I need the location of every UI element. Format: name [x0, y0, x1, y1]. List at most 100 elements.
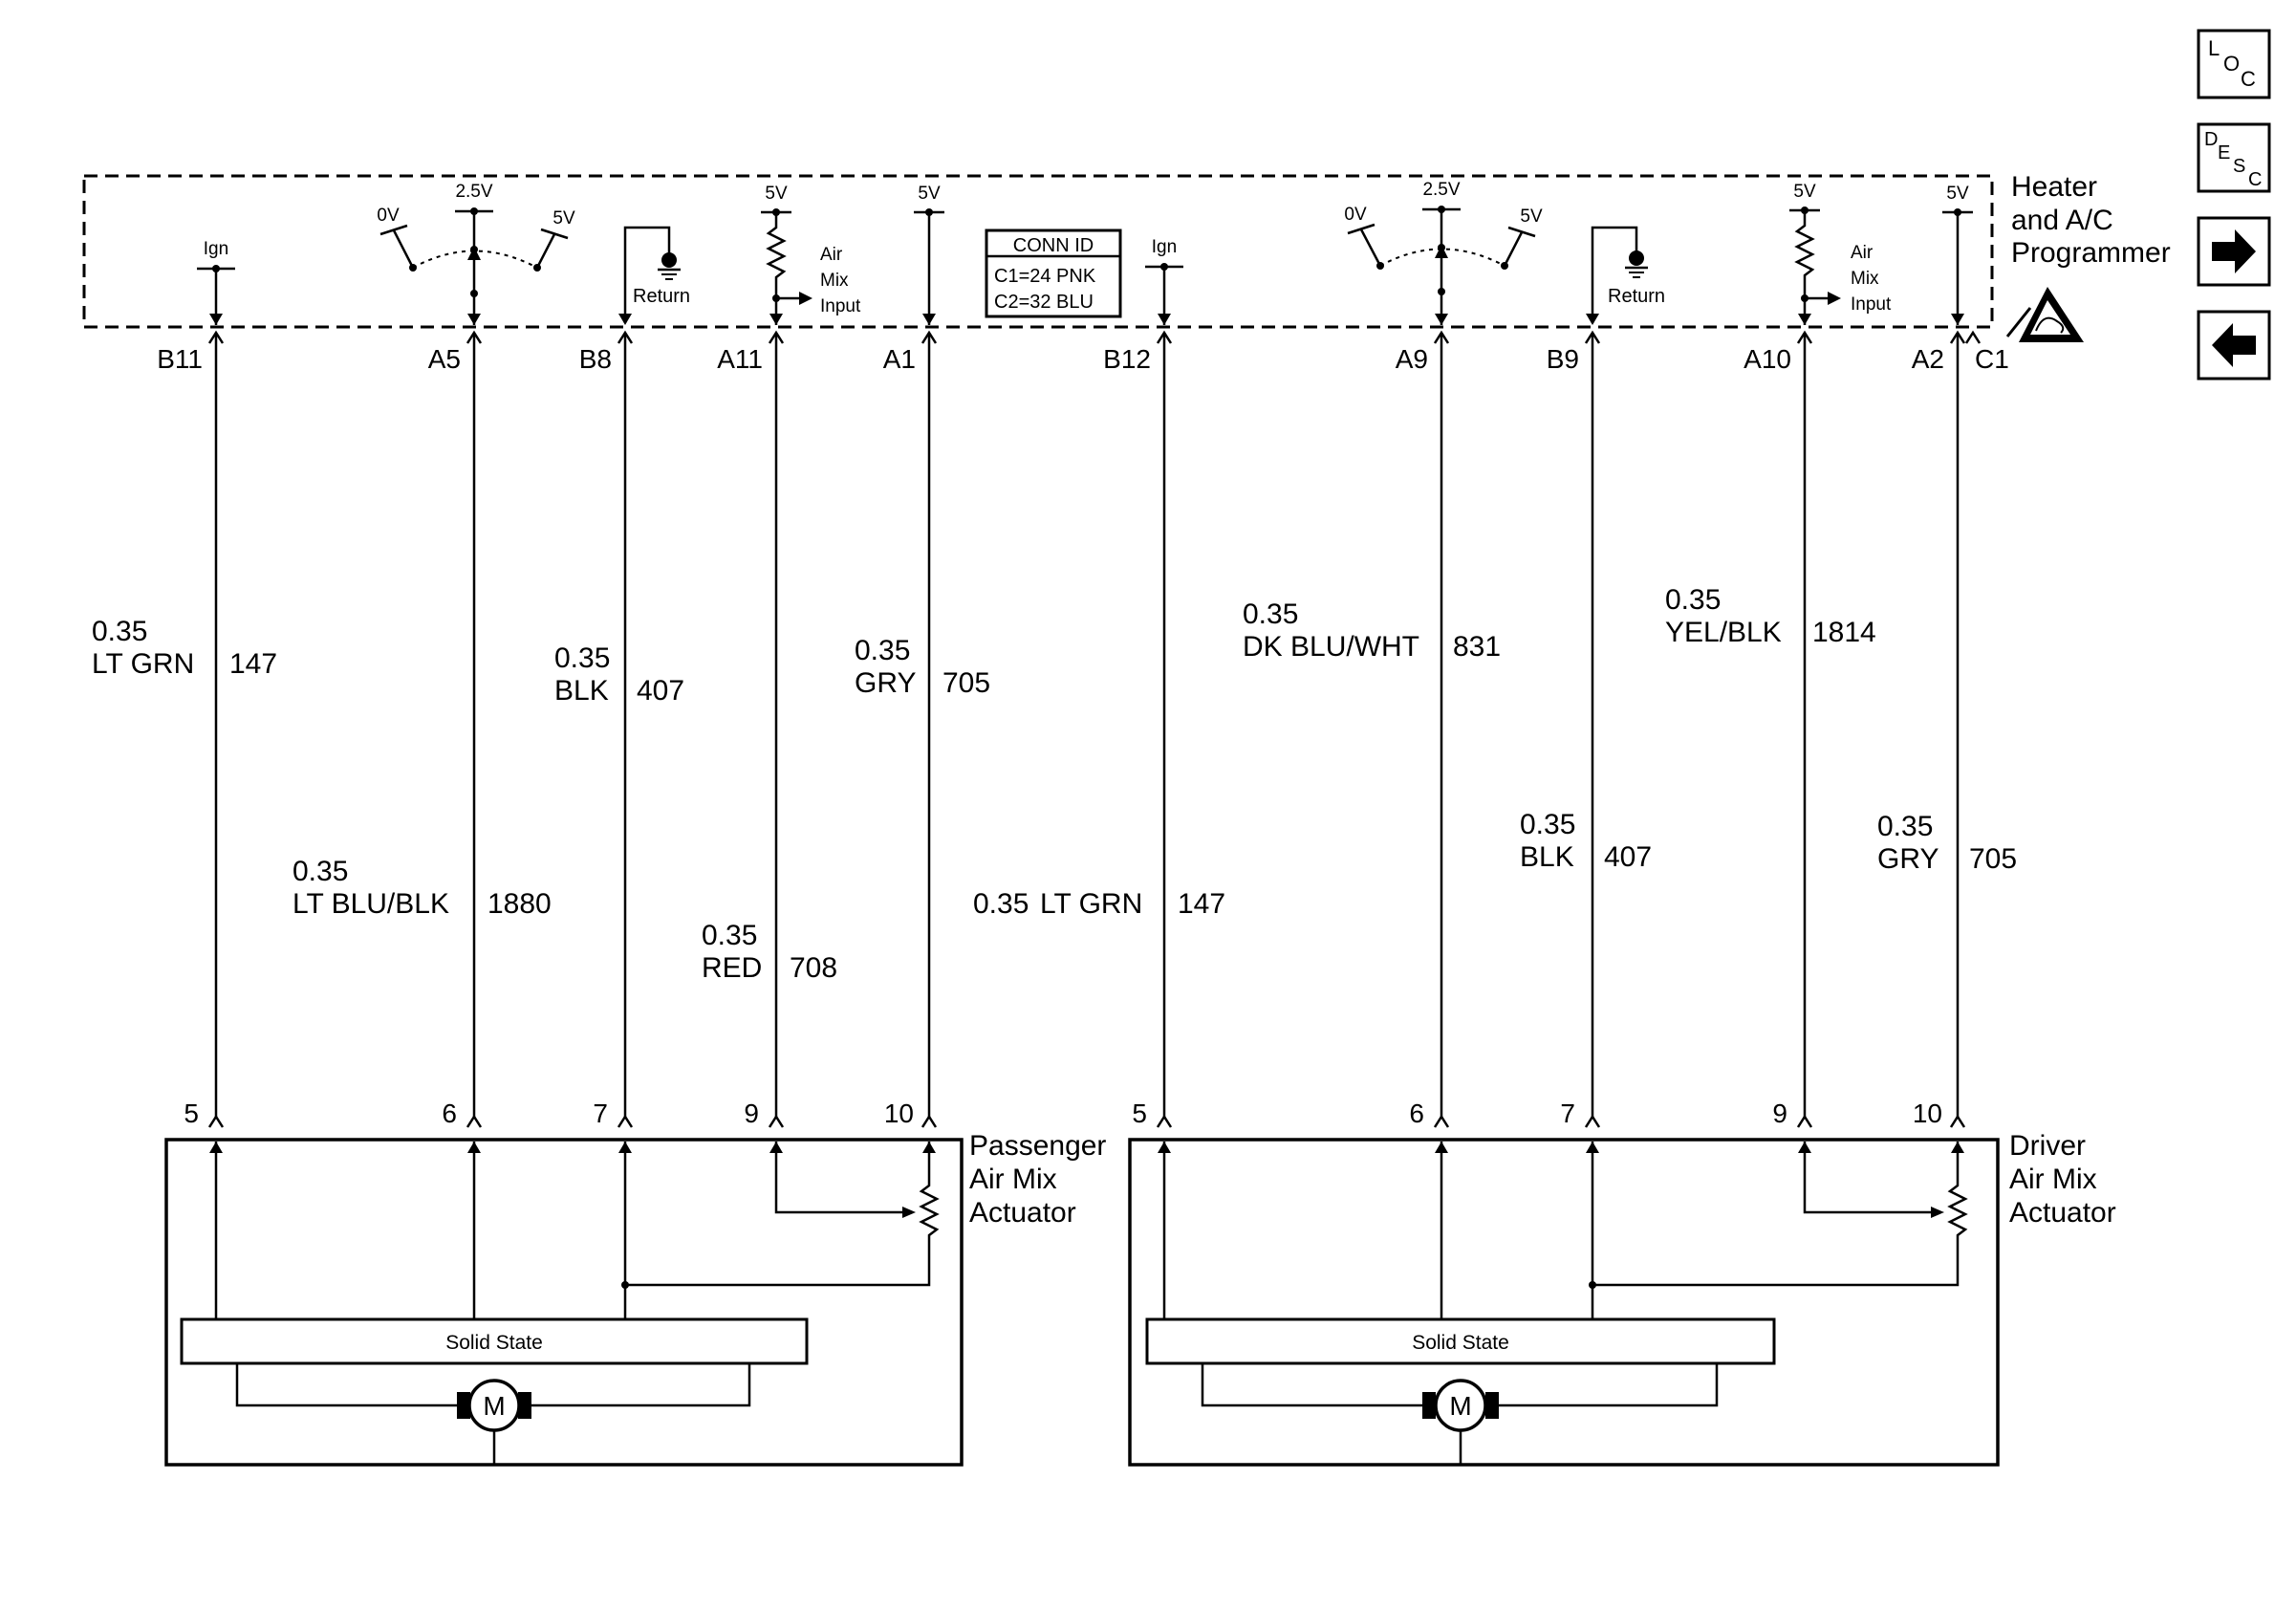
svg-text:Input: Input	[820, 296, 861, 316]
svg-text:Actuator: Actuator	[2009, 1197, 2116, 1229]
svg-text:Actuator: Actuator	[969, 1197, 1076, 1229]
svg-text:C2=32 BLU: C2=32 BLU	[994, 292, 1094, 313]
svg-text:LT BLU/BLK: LT BLU/BLK	[292, 888, 449, 920]
svg-text:Air: Air	[1851, 243, 1874, 263]
air-mix-input-right: 5V Air Mix Input	[1789, 182, 1892, 325]
pin-label: B11	[157, 344, 203, 374]
pin-label: A2	[1912, 344, 1944, 374]
arrow-left-icon	[2212, 323, 2256, 367]
pin-label: 10	[1913, 1099, 1942, 1128]
pin-label: 10	[884, 1099, 914, 1128]
svg-text:147: 147	[229, 648, 277, 680]
pin-label: A10	[1744, 344, 1791, 374]
esd-warning-icon	[2005, 287, 2084, 342]
svg-text:0.35: 0.35	[1665, 584, 1721, 616]
pin-label: 7	[593, 1099, 608, 1128]
svg-text:Heater: Heater	[2011, 171, 2097, 203]
wire-labels: 0.35 LT GRN 147 0.35 LT BLU/BLK 1880 0.3…	[92, 584, 2017, 984]
svg-text:Programmer: Programmer	[2011, 237, 2171, 269]
feedback-sensor-right: 2.5V 0V 5V	[1344, 180, 1543, 325]
svg-text:RED: RED	[702, 952, 762, 984]
svg-text:147: 147	[1178, 888, 1225, 920]
pin-label: B12	[1103, 344, 1151, 374]
svg-text:LT GRN: LT GRN	[1040, 888, 1142, 920]
pin-label: A11	[717, 344, 763, 374]
air-mix-input-left: 5V Air Mix Input	[761, 184, 861, 325]
pin-label: A1	[883, 344, 916, 374]
svg-text:0.35: 0.35	[702, 920, 757, 951]
ground-return-left: Return	[618, 226, 690, 325]
svg-text:Ign: Ign	[1152, 237, 1177, 257]
svg-text:GRY: GRY	[855, 667, 916, 699]
svg-text:Return: Return	[1608, 286, 1665, 307]
svg-text:Air: Air	[820, 245, 843, 265]
svg-text:5V: 5V	[1520, 207, 1543, 227]
programmer-module-boundary	[82, 174, 1994, 329]
svg-text:5V: 5V	[765, 184, 788, 204]
svg-text:5V: 5V	[1946, 184, 1969, 204]
svg-text:O: O	[2223, 52, 2240, 76]
pin-label: 6	[442, 1099, 457, 1128]
next-page-button[interactable]	[2197, 216, 2271, 287]
svg-text:LT GRN: LT GRN	[92, 648, 194, 680]
svg-text:0.35: 0.35	[554, 642, 610, 674]
svg-text:C: C	[2248, 169, 2262, 190]
svg-text:D: D	[2204, 129, 2218, 150]
module-pin-labels: B11 A5 B8 A11 A1 B12 A9 B9 A10 A2 C1	[157, 344, 2009, 374]
svg-text:5V: 5V	[1793, 182, 1816, 202]
passenger-air-mix-actuator: Solid State M Passenger Air Mix Actuator	[164, 1130, 1106, 1467]
svg-text:1880: 1880	[487, 888, 552, 920]
svg-text:Mix: Mix	[820, 271, 849, 291]
svg-text:705: 705	[1969, 843, 2017, 875]
connector-c1-label: C1	[1975, 344, 2009, 374]
pin-label: 7	[1560, 1099, 1575, 1128]
pin-label: A9	[1396, 344, 1428, 374]
svg-text:Passenger: Passenger	[969, 1130, 1106, 1162]
svg-text:0.35: 0.35	[1520, 809, 1575, 840]
svg-text:BLK: BLK	[554, 675, 609, 707]
arrow-right-icon	[2212, 229, 2256, 273]
svg-text:Solid State: Solid State	[445, 1332, 543, 1354]
svg-text:M: M	[1449, 1391, 1471, 1421]
actuator-connector-chevrons	[207, 1115, 1966, 1129]
svg-text:E: E	[2218, 142, 2230, 163]
svg-text:C1=24 PNK: C1=24 PNK	[994, 266, 1096, 287]
module-title: Heater and A/C Programmer	[2011, 171, 2171, 269]
svg-text:Solid State: Solid State	[1412, 1332, 1509, 1354]
ign-feed-left: Ign	[197, 239, 235, 325]
prev-page-button[interactable]	[2197, 310, 2271, 381]
svg-text:Return: Return	[633, 286, 690, 307]
pin-label: 5	[184, 1099, 199, 1128]
ground-return-right: Return	[1586, 226, 1665, 325]
driver-air-mix-actuator: Solid State M Driver Air Mix Actuator	[1128, 1130, 2116, 1467]
pin-label: B9	[1547, 344, 1579, 374]
harness-wires	[214, 335, 1960, 1117]
svg-text:GRY: GRY	[1877, 843, 1939, 875]
svg-text:Input: Input	[1851, 294, 1892, 315]
svg-text:Air Mix: Air Mix	[2009, 1164, 2097, 1195]
svg-text:0V: 0V	[1344, 205, 1367, 225]
svg-text:C: C	[2241, 67, 2256, 91]
svg-text:2.5V: 2.5V	[455, 182, 492, 202]
pin-label: 5	[1132, 1099, 1147, 1128]
svg-text:2.5V: 2.5V	[1422, 180, 1460, 200]
loc-button[interactable]: L O C	[2197, 29, 2271, 99]
pin-label: A5	[428, 344, 461, 374]
svg-text:407: 407	[1604, 841, 1652, 873]
svg-text:BLK: BLK	[1520, 841, 1574, 873]
svg-text:0.35: 0.35	[92, 616, 147, 647]
svg-text:Mix: Mix	[1851, 269, 1879, 289]
svg-text:0V: 0V	[377, 206, 400, 226]
svg-text:0.35: 0.35	[973, 888, 1029, 920]
svg-text:5V: 5V	[918, 184, 941, 204]
pin-label: 9	[744, 1099, 759, 1128]
svg-text:M: M	[483, 1391, 505, 1421]
svg-text:1814: 1814	[1812, 617, 1876, 648]
desc-button[interactable]: D E S C	[2197, 122, 2271, 193]
svg-text:705: 705	[942, 667, 990, 699]
svg-text:CONN ID: CONN ID	[1013, 235, 1094, 256]
svg-text:and A/C: and A/C	[2011, 205, 2113, 236]
actuator-pin-labels: 5 6 7 9 10 5 6 7 9 10	[184, 1099, 1942, 1128]
svg-text:YEL/BLK: YEL/BLK	[1665, 617, 1782, 648]
svg-text:0.35: 0.35	[855, 635, 910, 666]
